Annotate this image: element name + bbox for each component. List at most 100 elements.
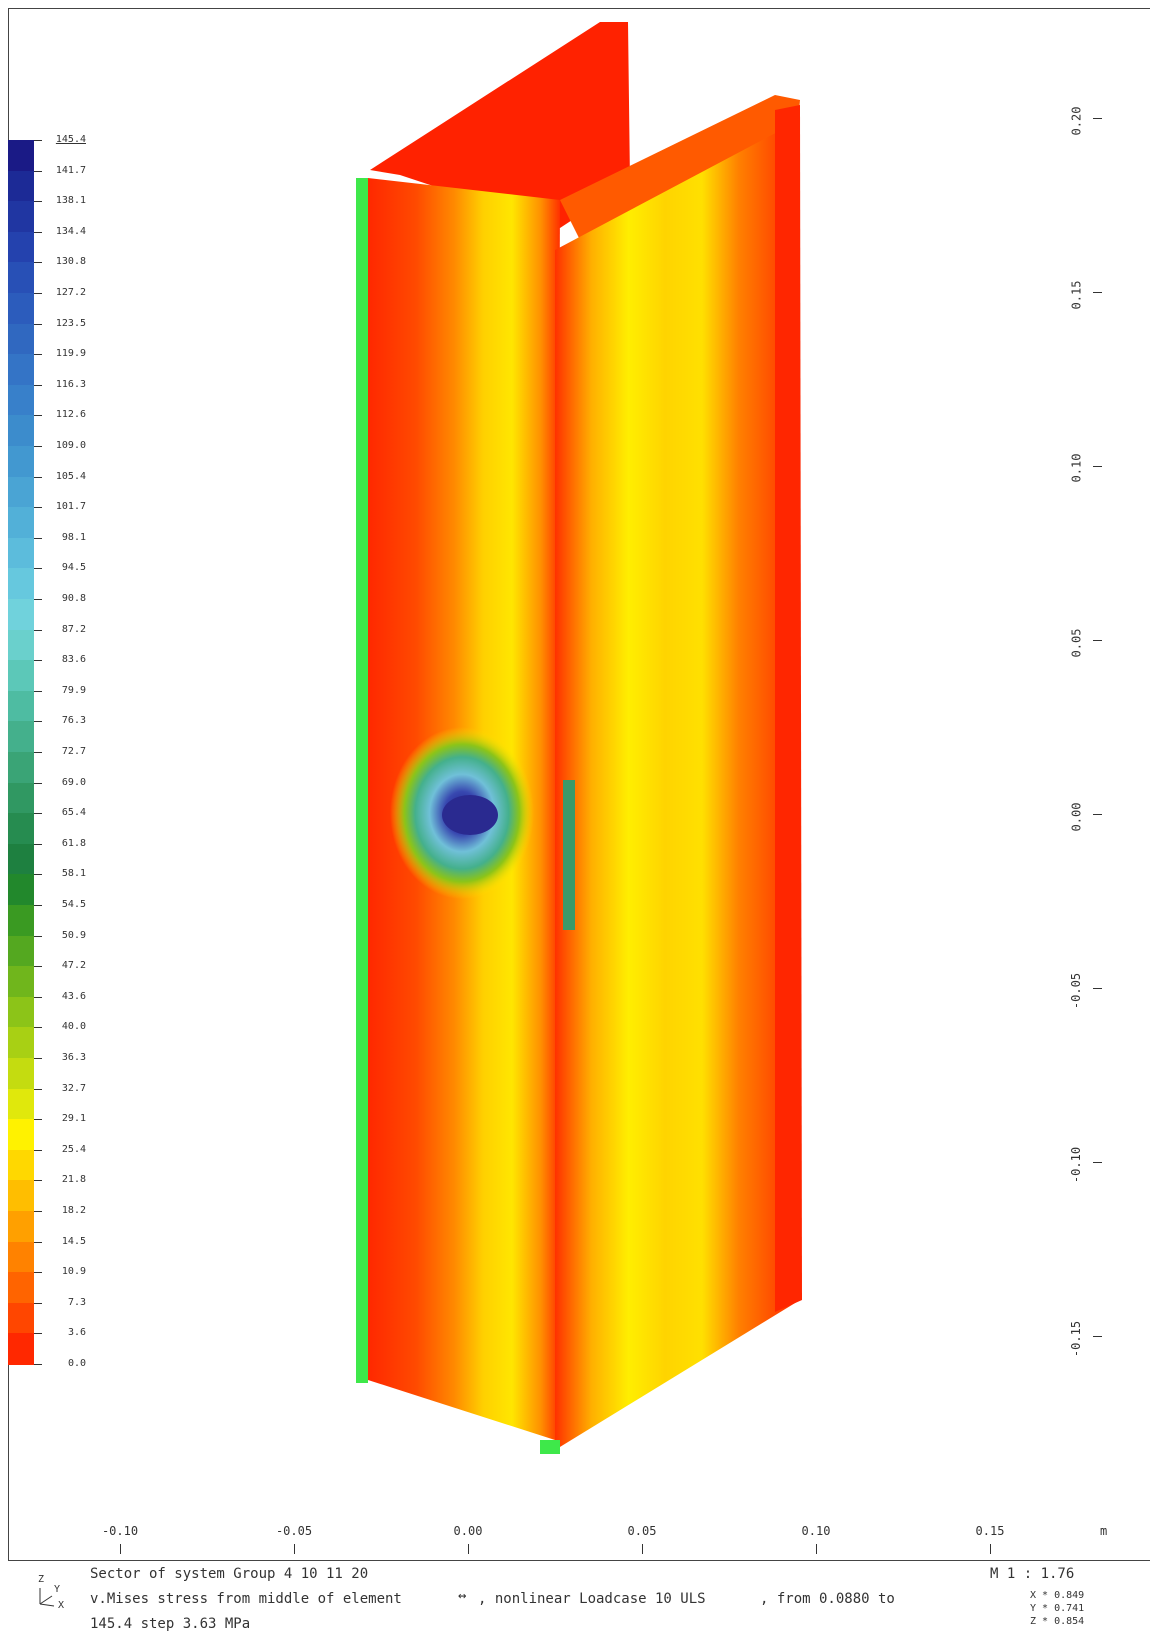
legend-swatch [8,140,34,172]
legend-label: 101.7 [55,501,86,513]
legend-tick [34,476,42,478]
legend-label: 87.2 [61,623,86,635]
legend-tick [34,384,42,386]
z-direction: Z * 0.854 [1030,1616,1085,1627]
legend-tick [34,782,42,784]
y-tick-label: -0.15 [1069,1320,1084,1358]
legend-tick [34,1058,42,1059]
back-flange [370,22,630,228]
legend-tick [34,1211,42,1212]
y-tick-label: 0.00 [1069,802,1084,832]
legend-swatch [8,231,34,263]
support-boundary-left [356,178,368,1383]
legend-tick [34,1333,42,1335]
y-tick [1093,1162,1102,1163]
right-edge [775,105,802,1312]
x-tick [816,1544,817,1554]
legend-swatch [8,1211,34,1243]
legend-label: 18.2 [61,1205,86,1216]
legend-label: 25.4 [61,1143,86,1155]
legend-swatch [8,507,34,539]
x-tick [468,1544,469,1554]
legend-tick [34,354,42,356]
legend-swatch [8,201,34,233]
legend-swatch [8,293,34,325]
x-tick [120,1544,121,1554]
x-unit-label: m [1100,1524,1108,1538]
legend-label: 54.5 [61,899,86,910]
legend-tick [34,1149,42,1151]
legend-label: 134.4 [55,225,86,237]
legend-tick [34,231,42,233]
support-boundary-bottom [540,1440,560,1454]
legend-tick [34,996,42,998]
legend-label: 0.0 [67,1358,86,1369]
legend-swatch [8,1333,34,1365]
legend-tick [34,140,42,141]
legend-tick [34,752,42,753]
legend-tick [34,415,42,417]
legend-label: 3.6 [67,1327,86,1339]
legend-tick [34,966,42,968]
legend-label: 72.7 [61,746,86,757]
legend-tick [34,323,42,325]
legend-tick [34,874,42,876]
legend-label: 61.8 [61,837,86,849]
info-line1: Sector of system Group 4 10 11 20 [90,1566,369,1582]
y-tick [1093,814,1102,815]
right-top-flange [560,95,800,240]
legend-swatch [8,1119,34,1151]
legend-swatch [8,446,34,478]
y-tick [1093,1336,1102,1337]
legend-swatch [8,1058,34,1090]
legend-tick [34,1241,42,1243]
legend-label: 79.9 [61,684,86,696]
legend-label: 21.8 [61,1174,86,1186]
legend-tick [34,843,42,845]
info-loadcase: , nonlinear Loadcase 10 ULS [478,1591,706,1607]
legend-swatch [8,905,34,937]
legend-label: 105.4 [55,470,86,482]
legend-label: 123.5 [55,317,86,329]
legend-swatch [8,966,34,998]
legend-swatch [8,935,34,967]
legend-tick [34,170,42,172]
legend-label: 90.8 [61,593,86,604]
legend-label: 94.5 [61,562,86,574]
legend-tick [34,629,42,631]
x-tick-label: 0.10 [801,1524,831,1538]
legend-swatch [8,476,34,508]
legend-label: 47.2 [61,960,86,972]
legend-label: 50.9 [61,929,86,941]
legend-tick [34,935,42,937]
legend-tick [34,1027,42,1029]
legend-tick [34,1272,42,1274]
x-tick-label: 0.00 [453,1524,483,1538]
y-tick-label: 0.20 [1069,106,1084,136]
legend-tick [34,690,42,692]
legend-swatch [8,1241,34,1273]
legend-label: 36.3 [61,1052,86,1063]
y-tick [1093,640,1102,641]
legend-swatch [8,660,34,692]
y-tick-label: 0.10 [1069,453,1084,483]
x-tick [990,1544,991,1554]
legend-swatch [8,813,34,845]
legend-label: 58.1 [61,868,86,880]
legend-swatch [8,384,34,416]
legend-label: 141.7 [55,164,86,176]
legend-swatch [8,690,34,722]
legend-tick [34,905,42,906]
legend-tick [34,568,42,570]
x-tick-label: 0.15 [975,1524,1005,1538]
legend-tick [34,1088,42,1090]
legend-tick [34,599,42,600]
legend-swatch [8,843,34,875]
scale-label: M 1 : 1.76 [990,1566,1075,1582]
legend-label: 7.3 [67,1296,86,1308]
y-tick-label: 0.15 [1069,280,1084,310]
legend-swatch [8,1302,34,1334]
legend-label: 69.0 [61,776,86,788]
x-tick [642,1544,643,1554]
